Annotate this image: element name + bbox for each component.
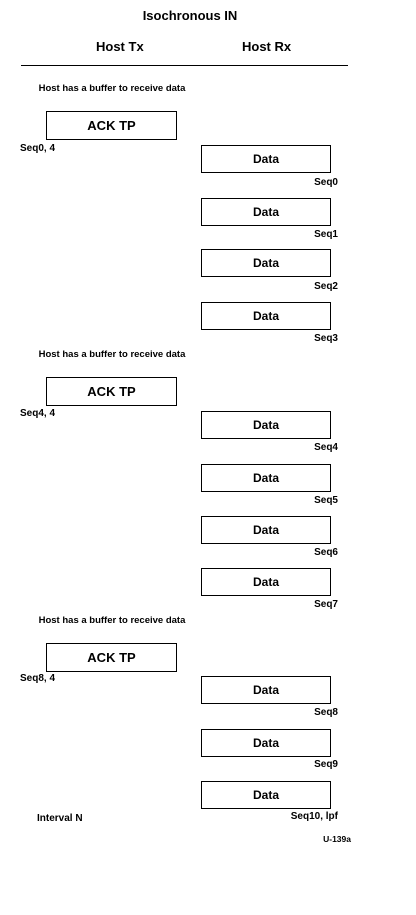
ack-tp-box: ACK TP [46, 643, 177, 672]
data-label: Data [252, 418, 279, 432]
diagram-title: Isochronous IN [142, 8, 238, 23]
ack-seq-label: Seq0, 4 [20, 143, 56, 154]
data-label: Data [252, 256, 279, 270]
data-label: Data [252, 309, 279, 323]
host-tx-heading: Host Tx [96, 39, 144, 54]
data-seq-label: Seq2 [314, 281, 338, 292]
host-rx-heading: Host Rx [242, 39, 292, 54]
data-seq-label: Seq1 [314, 229, 338, 240]
data-seq-label: Seq4 [314, 442, 338, 453]
host-buffer-note: Host has a buffer to receive data [38, 615, 186, 626]
data-box: Data [201, 249, 331, 277]
data-seq-label: Seq7 [314, 599, 338, 610]
data-seq-label: Seq10, lpf [290, 811, 338, 822]
host-buffer-note: Host has a buffer to receive data [38, 83, 186, 94]
data-box: Data [201, 198, 331, 226]
ack-tp-label: ACK TP [87, 118, 136, 133]
data-label: Data [252, 575, 279, 589]
ack-tp-box: ACK TP [46, 111, 177, 140]
data-box: Data [201, 729, 331, 757]
data-seq-label: Seq3 [314, 333, 338, 344]
ack-tp-label: ACK TP [87, 650, 136, 665]
figure-id: U-139a [323, 834, 351, 844]
data-box: Data [201, 676, 331, 704]
ack-seq-label: Seq4, 4 [20, 408, 56, 419]
data-box: Data [201, 302, 331, 330]
data-seq-label: Seq0 [314, 177, 338, 188]
data-label: Data [252, 683, 279, 697]
header-divider [21, 65, 348, 66]
data-label: Data [252, 736, 279, 750]
data-label: Data [252, 471, 279, 485]
data-seq-label: Seq6 [314, 547, 338, 558]
ack-seq-label: Seq8, 4 [20, 673, 56, 684]
data-box: Data [201, 516, 331, 544]
data-box: Data [201, 568, 331, 596]
data-seq-label: Seq5 [314, 495, 338, 506]
data-label: Data [252, 152, 279, 166]
data-box: Data [201, 411, 331, 439]
data-seq-label: Seq9 [314, 759, 338, 770]
data-box: Data [201, 464, 331, 492]
host-buffer-note: Host has a buffer to receive data [38, 349, 186, 360]
data-box: Data [201, 781, 331, 809]
data-seq-label: Seq8 [314, 707, 338, 718]
interval-label: Interval N [37, 813, 83, 824]
ack-tp-box: ACK TP [46, 377, 177, 406]
data-label: Data [252, 523, 279, 537]
data-label: Data [252, 788, 279, 802]
data-label: Data [252, 205, 279, 219]
data-box: Data [201, 145, 331, 173]
ack-tp-label: ACK TP [87, 384, 136, 399]
